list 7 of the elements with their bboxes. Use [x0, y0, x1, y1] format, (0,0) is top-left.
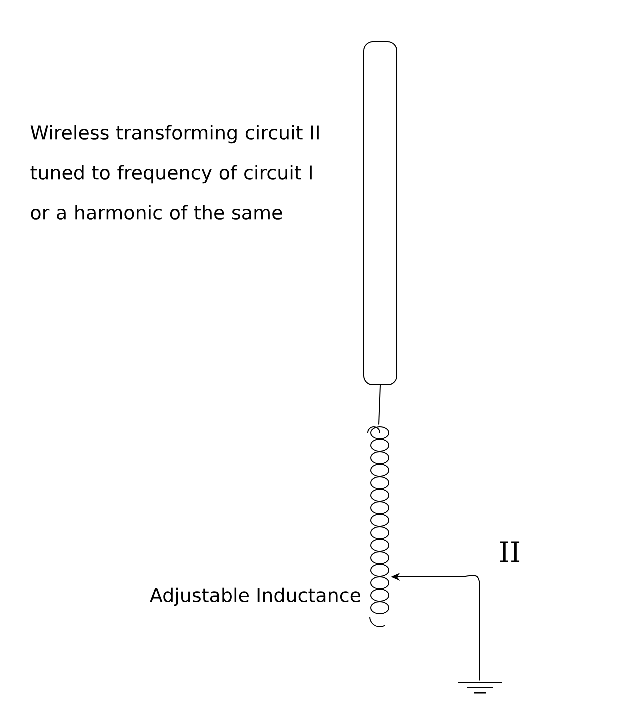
inductance-label: Adjustable Inductance	[150, 588, 360, 606]
ground-symbol	[458, 682, 502, 694]
wire	[378, 385, 381, 426]
antenna-box	[364, 42, 398, 386]
circuit-numeral: II	[500, 542, 520, 562]
coil-drawing	[150, 426, 390, 628]
description-text: Wireless transforming circuit II tuned to frequency of circuit I or a harmonic of the same	[30, 125, 319, 220]
